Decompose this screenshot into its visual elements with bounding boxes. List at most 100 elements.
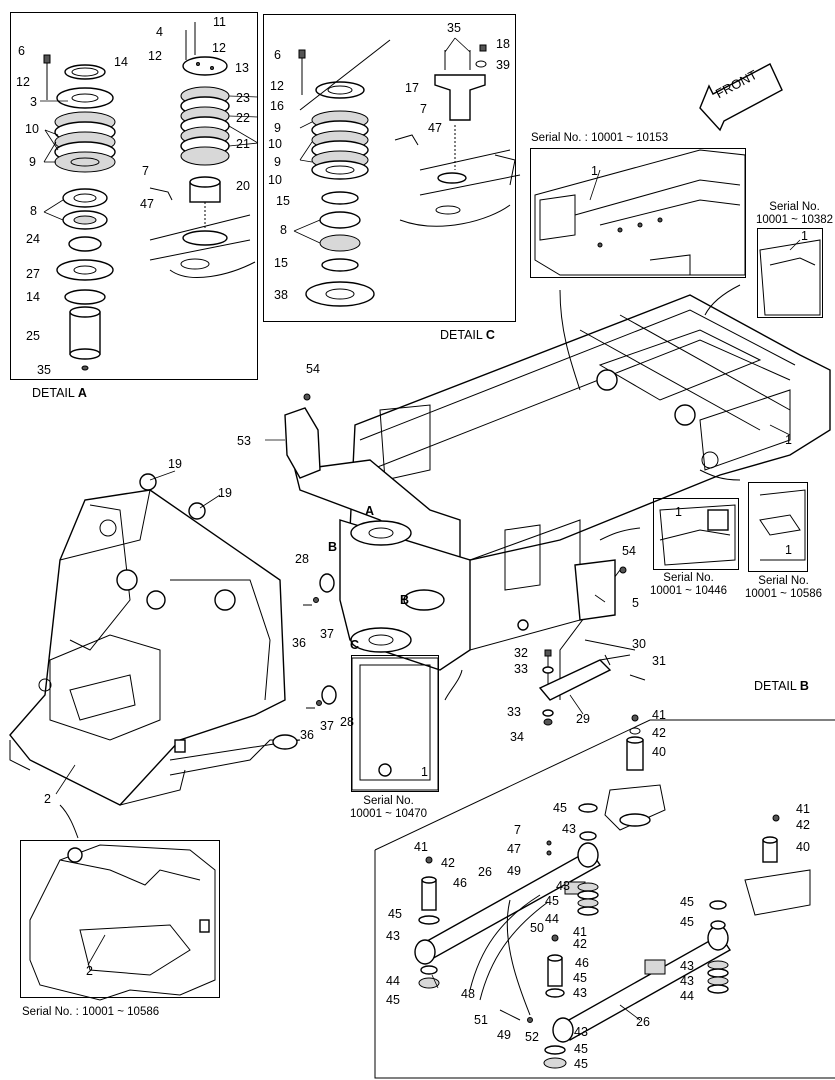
serial-10586-label: Serial No.10001 ~ 10586	[745, 575, 823, 600]
callout: 43	[680, 959, 694, 973]
callout: 45	[574, 1042, 588, 1056]
callout: 10	[268, 137, 282, 151]
connector-arc-4	[699, 469, 741, 481]
callout: 6	[274, 48, 281, 62]
serial-10470-panel	[351, 655, 439, 792]
callout: 8	[30, 204, 37, 218]
callout: 7	[420, 102, 427, 116]
callout: 10	[268, 173, 282, 187]
callout: 47	[507, 842, 521, 856]
callout: 43	[562, 822, 576, 836]
callout: 12	[148, 49, 162, 63]
front-frame	[9, 489, 301, 806]
serial-10586-front-panel	[20, 840, 220, 998]
detail-b-border-top	[374, 719, 835, 851]
callout: 44	[545, 912, 559, 926]
callout: 41	[573, 925, 587, 939]
callout: 15	[276, 194, 290, 208]
callout: 22	[236, 111, 250, 125]
callout: 44	[386, 974, 400, 988]
connector-arc-5	[444, 669, 463, 701]
view-marker-b1: B	[328, 540, 338, 554]
callout: 42	[573, 937, 587, 951]
callout: 45	[388, 907, 402, 921]
detail-c-panel	[263, 14, 516, 322]
callout: 12	[16, 75, 30, 89]
view-marker-c: C	[350, 638, 360, 652]
callout: 43	[573, 986, 587, 1000]
callout: 19	[218, 486, 232, 500]
callout: 33	[507, 705, 521, 719]
callout: 49	[507, 864, 521, 878]
callout: 8	[280, 223, 287, 237]
callout: 45	[680, 895, 694, 909]
callout: 26	[478, 865, 492, 879]
callout: 7	[142, 164, 149, 178]
callout: 45	[680, 915, 694, 929]
detail-a-upper-parts	[149, 22, 256, 278]
callout: 14	[26, 290, 40, 304]
serial-10382-panel	[757, 228, 823, 318]
callout: 18	[496, 37, 510, 51]
callout: 41	[652, 708, 666, 722]
callout: 45	[386, 993, 400, 1007]
view-marker-b2: B	[400, 593, 410, 607]
callout: 42	[441, 856, 455, 870]
callout: 35	[447, 21, 461, 35]
serial-10446-frame	[659, 504, 736, 566]
front-arrow	[699, 63, 783, 132]
callout: 46	[575, 956, 589, 970]
connector-arc-2	[704, 284, 741, 316]
callout: 14	[114, 55, 128, 69]
callout: 52	[525, 1030, 539, 1044]
callout: 41	[796, 802, 810, 816]
callout: 29	[576, 712, 590, 726]
callout: 1	[785, 543, 792, 557]
detail-b-label: DETAIL B	[754, 679, 809, 693]
callout: 15	[274, 256, 288, 270]
callout: 33	[514, 662, 528, 676]
serial-10470-frame	[351, 657, 439, 791]
callout: 30	[632, 637, 646, 651]
callout: 40	[796, 840, 810, 854]
serial-10586-frame	[759, 489, 806, 561]
serial-10586-front-label: Serial No. : 10001 ~ 10586	[22, 1006, 160, 1018]
callout: 1	[675, 505, 682, 519]
callout: 43	[680, 974, 694, 988]
callout: 54	[306, 362, 320, 376]
detail-b-parts	[414, 714, 811, 1069]
callout: 28	[295, 552, 309, 566]
callout: 42	[652, 726, 666, 740]
callout: 12	[270, 79, 284, 93]
callout: 10	[25, 122, 39, 136]
callout: 36	[300, 728, 314, 742]
callout: 53	[237, 434, 251, 448]
callout: 44	[680, 989, 694, 1003]
callout: 9	[274, 121, 281, 135]
detail-a-panel	[10, 12, 258, 380]
callout: 45	[553, 801, 567, 815]
callout: 54	[622, 544, 636, 558]
serial-10586-panel	[748, 482, 808, 572]
serial-10153-label: Serial No. : 10001 ~ 10153	[531, 132, 669, 144]
callout: 47	[140, 197, 154, 211]
callout: 34	[510, 730, 524, 744]
detail-c-label: DETAIL C	[440, 328, 495, 342]
serial-10470-label: Serial No.10001 ~ 10470	[350, 795, 428, 820]
callout: 51	[474, 1013, 488, 1027]
callout: 19	[168, 457, 182, 471]
serial-10446-panel	[653, 498, 739, 570]
rear-frame	[284, 294, 831, 700]
callout: 23	[236, 91, 250, 105]
callout: 46	[453, 876, 467, 890]
callout: 3	[30, 95, 37, 109]
callout: 24	[26, 232, 40, 246]
callout: 1	[785, 433, 792, 447]
callout: 9	[274, 155, 281, 169]
callout: 7	[514, 823, 521, 837]
callout: 25	[26, 329, 40, 343]
callout: 6	[18, 44, 25, 58]
serial-10382-frame	[759, 239, 821, 316]
